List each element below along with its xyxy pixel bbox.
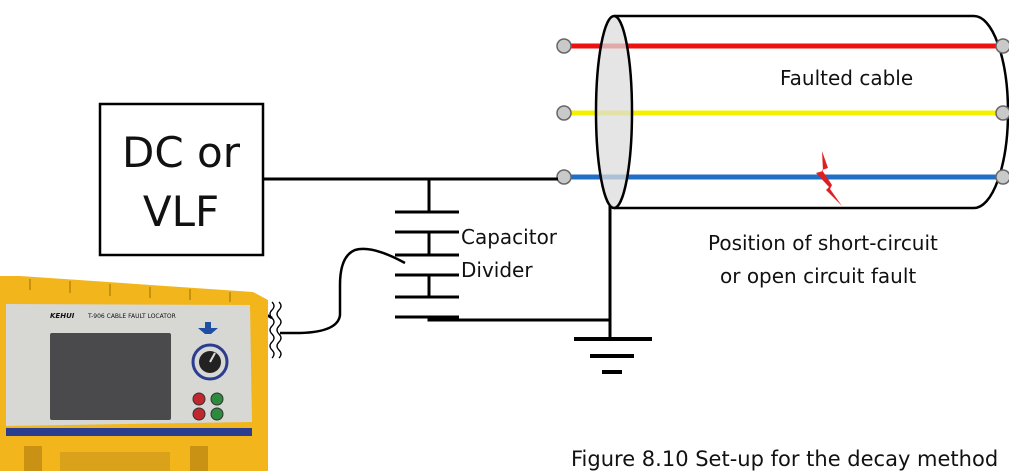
device-button-red-1[interactable] <box>193 393 205 405</box>
terminal-right-blue <box>996 170 1009 184</box>
figure-caption: Figure 8.10 Set-up for the decay method <box>571 447 998 471</box>
faulted-cable: Faulted cable <box>557 16 1009 208</box>
device-stripe <box>6 428 252 436</box>
source-label-line1: DC or <box>122 128 241 177</box>
divider-label-line1: Capacitor <box>461 225 558 249</box>
cable-fault-locator: KEHUI T-906 CABLE FAULT LOCATOR <box>0 276 268 471</box>
device-button-green-2[interactable] <box>211 408 223 420</box>
divider-label-line2: Divider <box>461 258 533 282</box>
ground-icon <box>574 339 652 372</box>
terminal-left-red <box>557 39 571 53</box>
capacitor-divider: Capacitor Divider <box>395 179 558 317</box>
device-model: T-906 CABLE FAULT LOCATOR <box>87 313 176 320</box>
terminal-right-red <box>996 39 1009 53</box>
cable-break-icon <box>270 302 281 358</box>
fault-label-line1: Position of short-circuit <box>708 231 938 255</box>
source-label-line2: VLF <box>143 187 219 236</box>
device-foot-bar <box>60 452 170 471</box>
device-button-green-1[interactable] <box>211 393 223 405</box>
device-button-red-2[interactable] <box>193 408 205 420</box>
signal-lead <box>280 249 405 333</box>
terminal-left-yellow <box>557 106 571 120</box>
terminal-left-blue <box>557 170 571 184</box>
device-latch-right <box>190 446 208 471</box>
terminal-right-yellow <box>996 106 1009 120</box>
cable-end-face <box>596 16 632 208</box>
device-latch-left <box>24 446 42 471</box>
device-brand: KEHUI <box>50 312 75 320</box>
cable-label: Faulted cable <box>780 66 913 90</box>
dc-vlf-source: DC or VLF <box>100 104 263 255</box>
fault-label-line2: or open circuit fault <box>720 264 916 288</box>
device-screen <box>50 333 171 420</box>
